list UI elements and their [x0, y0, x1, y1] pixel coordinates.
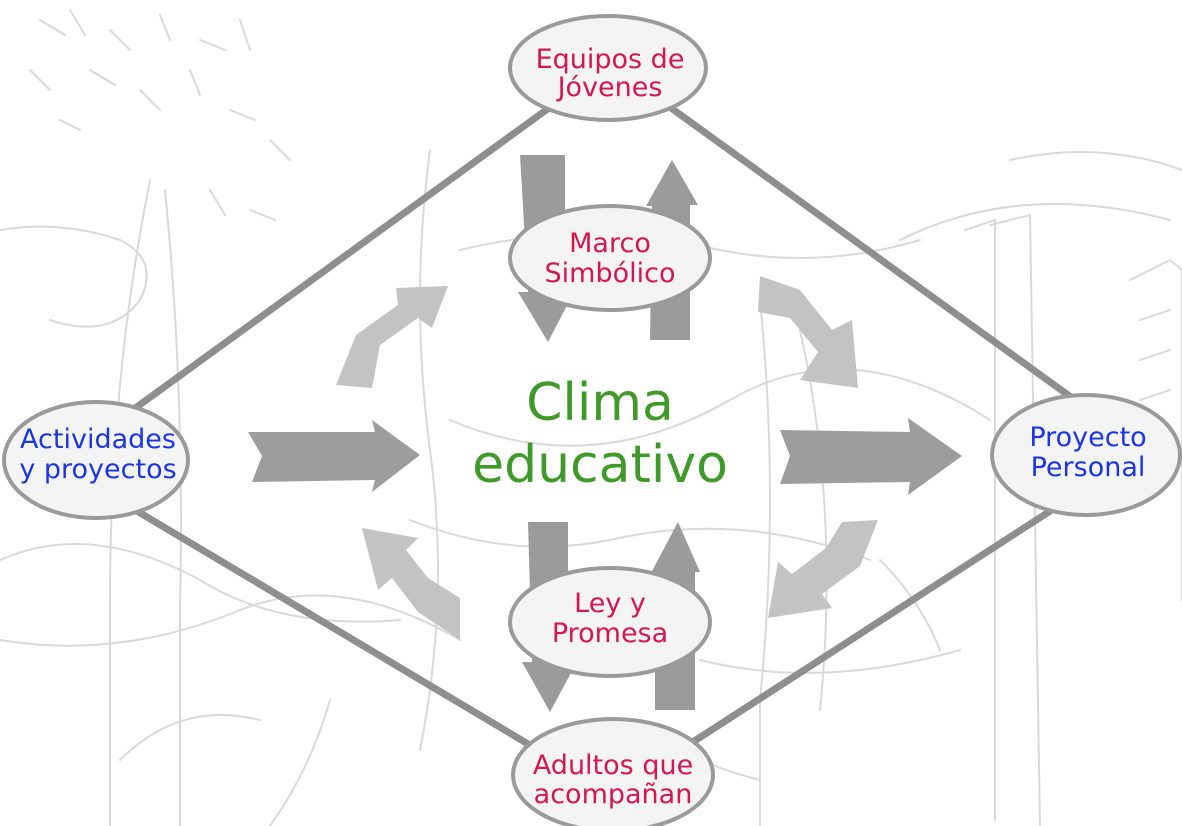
circular-arrows [336, 276, 878, 640]
ley-label-line2: Promesa [552, 618, 668, 649]
arrow-clima-to-proyecto [780, 418, 962, 495]
arrow-actividades-to-clima [248, 420, 420, 492]
curved-arrow-upper-right [758, 276, 858, 388]
actividades-label-line1: Actividades [20, 424, 176, 455]
actividades-label-line2: y proyectos [19, 454, 176, 485]
curved-arrow-upper-left [336, 286, 448, 388]
connector-proyecto-adultos [661, 491, 1079, 764]
connector-actividades-adultos [106, 491, 559, 764]
node-proyecto-personal: Proyecto Personal [990, 393, 1182, 517]
node-marco-simbolico: Marco Simbólico [508, 204, 712, 312]
marco-label-line2: Simbólico [545, 258, 676, 289]
connector-equipos-proyecto [656, 96, 1079, 404]
ley-label-line1: Ley y [574, 588, 646, 619]
connector-equipos-actividades [101, 96, 564, 434]
node-adultos-que-acompanan: Adultos que acompañan [511, 717, 715, 826]
proyecto-label-line1: Proyecto [1029, 422, 1146, 453]
curved-arrow-lower-left [362, 528, 460, 640]
diamond-connectors [101, 96, 1079, 764]
adultos-label-line1: Adultos que [533, 750, 693, 781]
node-actividades-y-proyectos: Actividades y proyectos [2, 400, 190, 520]
node-ley-y-promesa: Ley y Promesa [508, 566, 712, 678]
equipos-label-line2: Jóvenes [556, 72, 663, 103]
center-clima-educativo: Clima educativo [472, 373, 728, 495]
horizontal-arrows [248, 418, 962, 495]
equipos-label-line1: Equipos de [536, 44, 685, 75]
marco-label-line1: Marco [569, 228, 651, 259]
proyecto-label-line2: Personal [1031, 452, 1146, 483]
center-label-line1: Clima [526, 373, 674, 433]
center-label-line2: educativo [472, 435, 728, 495]
adultos-label-line2: acompañan [534, 779, 693, 810]
curved-arrow-lower-right [768, 520, 878, 618]
node-equipos-de-jovenes: Equipos de Jóvenes [508, 14, 708, 122]
